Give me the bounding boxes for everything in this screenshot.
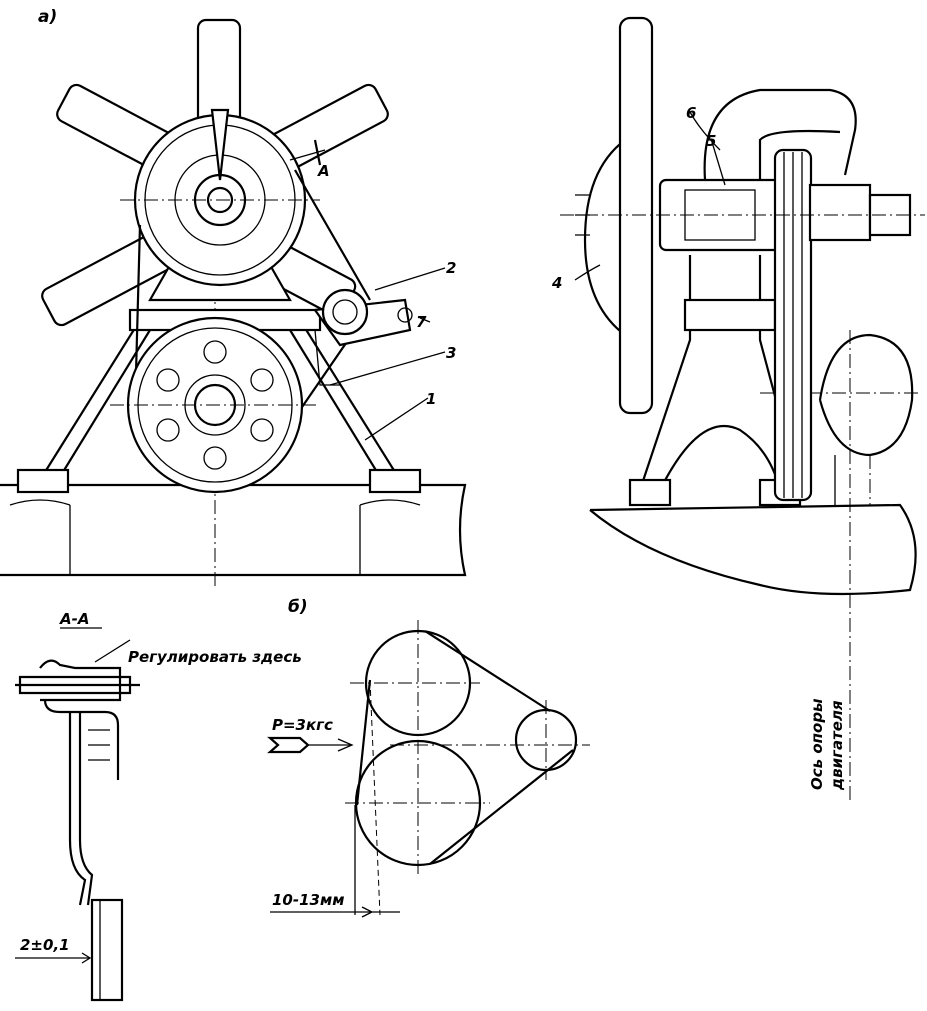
deflection-dimension	[270, 906, 400, 918]
callout-5: 5	[706, 132, 716, 150]
belt-tension-scheme	[267, 620, 590, 918]
compressor-pulley	[321, 288, 369, 336]
callout-2: 2	[446, 259, 456, 277]
side-view	[560, 16, 925, 800]
gap-dimension: 2±0,1	[20, 936, 70, 954]
callout-7: 7	[416, 313, 427, 331]
engine-mount-axis-label: Ось опоры двигателя	[808, 698, 846, 791]
callout-3: 3	[446, 344, 456, 362]
belt-lines	[355, 630, 574, 865]
adjust-here-label: Регулировать здесь	[128, 648, 302, 666]
support-legs	[39, 319, 401, 486]
callout-4: 4	[551, 274, 562, 292]
side-base	[589, 503, 917, 596]
tensioner-lever	[68, 712, 94, 906]
svg-text:Ось опоры: Ось опоры	[808, 698, 826, 790]
front-view	[0, 18, 467, 590]
section-arrow-label: А	[317, 162, 330, 180]
fan-disc	[583, 137, 627, 338]
callout-1: 1	[426, 390, 436, 408]
pulley-rim	[90, 898, 124, 1002]
compressor-housing	[703, 88, 857, 181]
view-b-label: б)	[288, 597, 308, 617]
deflection-label: 10-13мм	[272, 891, 345, 909]
callout-6: 6	[686, 104, 696, 122]
section-a-a	[15, 627, 140, 1002]
force-arrow	[267, 736, 310, 754]
svg-text:двигателя: двигателя	[828, 700, 846, 791]
engine-base	[0, 483, 467, 577]
section-title: А-А	[59, 610, 89, 628]
force-label: Р=3кгс	[272, 716, 333, 734]
view-a-label: а)	[38, 7, 57, 27]
base-detail	[9, 499, 421, 575]
engine-outline	[818, 333, 914, 457]
